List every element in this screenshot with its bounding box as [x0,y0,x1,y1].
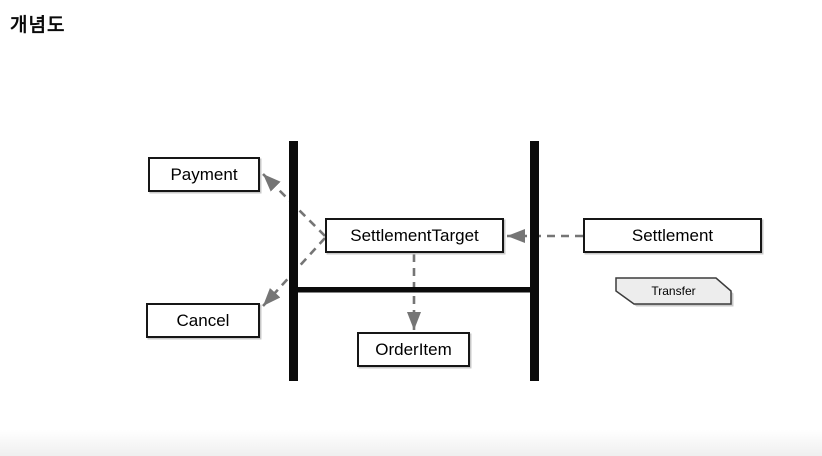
boundary-bar-left [289,141,298,381]
boundary-bar-right [530,141,539,381]
transfer-tag-label: Transfer [651,284,696,298]
boundary-bar-horizontal [291,287,537,293]
transfer-tag-shape [615,277,732,305]
node-settlement-target: SettlementTarget [325,218,504,253]
node-payment: Payment [148,157,260,192]
page-title: 개념도 [10,15,66,36]
node-cancel: Cancel [146,303,260,338]
footer-strip [0,430,822,456]
node-settlement: Settlement [583,218,762,253]
node-order-item: OrderItem [357,332,470,367]
